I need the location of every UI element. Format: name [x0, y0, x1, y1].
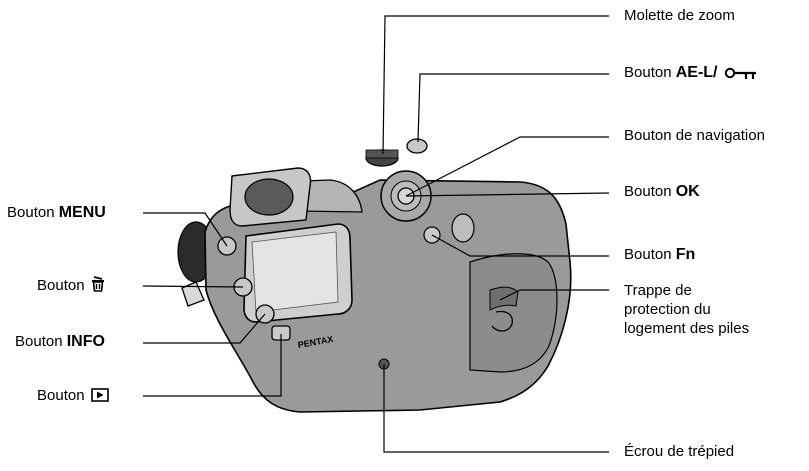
- mode-switch: [451, 213, 475, 243]
- viewfinder: [244, 178, 294, 216]
- battery-grip: [469, 253, 558, 373]
- battery-label-line-3: logement des piles: [624, 320, 750, 337]
- label-fn-button: Bouton Fn: [624, 246, 696, 263]
- label-trash-button: Bouton: [37, 276, 105, 295]
- ael-button: [406, 138, 428, 154]
- leader-lines: [142, 15, 610, 453]
- label-zoom-dial: Molette de zoom: [624, 7, 735, 24]
- label-battery-cover: Trappe de protection du logement des pil…: [624, 281, 794, 338]
- battery-label-line-1: Trappe de: [624, 282, 692, 299]
- strap-lug: [181, 281, 205, 307]
- key-lock-icon: [724, 67, 756, 79]
- trash-icon: [91, 276, 104, 292]
- play-icon: [90, 388, 109, 402]
- label-navigation: Bouton de navigation: [624, 127, 765, 144]
- label-menu-button: Bouton MENU: [7, 204, 106, 221]
- battery-label-line-2: protection du: [624, 301, 711, 318]
- label-ael-button: Bouton AE-L/: [624, 64, 758, 82]
- label-ok-button: Bouton OK: [624, 183, 700, 200]
- label-tripod-socket: Écrou de trépied: [624, 443, 735, 460]
- label-info-button: Bouton INFO: [15, 333, 105, 350]
- label-play-button: Bouton: [37, 387, 109, 405]
